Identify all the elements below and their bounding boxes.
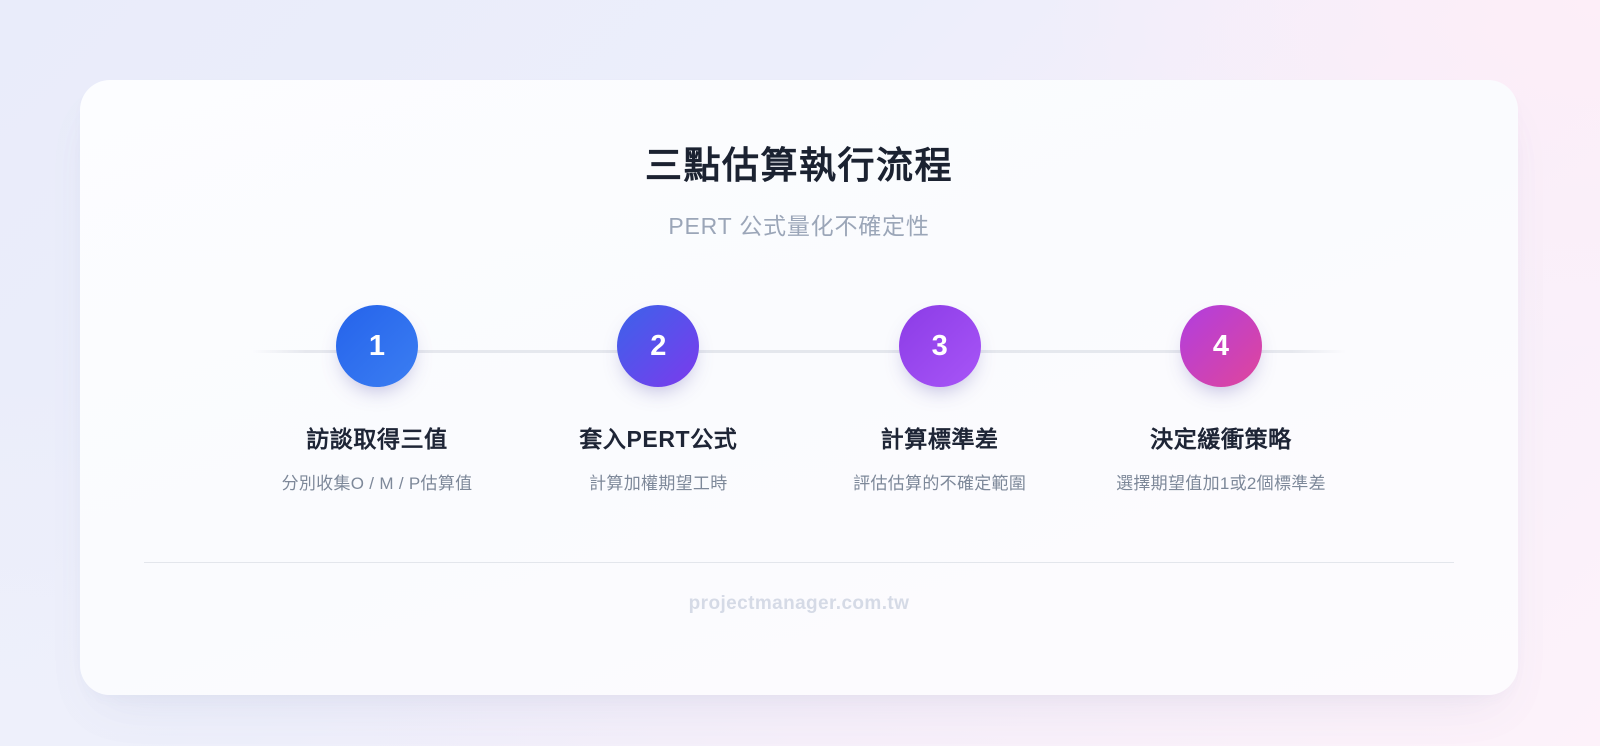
step-description-4: 選擇期望值加1或2個標準差 [1116,473,1326,493]
page-subtitle: PERT 公式量化不確定性 [668,213,930,240]
step-description-3: 評估估算的不確定範圍 [853,473,1027,493]
step-number-badge-1: 1 [336,305,418,387]
step-item-3[interactable]: 3 計算標準差 評估估算的不確定範圍 [815,305,1065,495]
page-title: 三點估算執行流程 [645,145,953,186]
step-description-1: 分別收集O / M / P估算值 [281,473,473,493]
footer-divider [144,562,1454,563]
header: 三點估算執行流程 PERT 公式量化不確定性 [80,143,1518,242]
step-title-2: 套入PERT公式 [579,426,738,452]
watermark: projectmanager.com.tw [688,593,910,614]
step-number-1: 1 [368,329,386,362]
step-item-1[interactable]: 1 訪談取得三值 分別收集O / M / P估算值 [252,305,502,495]
step-title-4: 決定緩衝策略 [1150,426,1292,452]
timeline-connector [252,350,1346,353]
infographic-card: 三點估算執行流程 PERT 公式量化不確定性 1 訪談取得三值 分別收集O / … [80,80,1518,695]
step-item-4[interactable]: 4 決定緩衝策略 選擇期望值加1或2個標準差 [1096,305,1346,495]
step-title-3: 計算標準差 [880,426,999,452]
step-description-2: 計算加權期望工時 [589,473,728,493]
step-number-badge-3: 3 [898,305,981,387]
process-flow: 1 訪談取得三值 分別收集O / M / P估算值 2 套入PERT公式 計算加… [80,305,1518,535]
step-number-2: 2 [650,329,667,362]
step-item-2[interactable]: 2 套入PERT公式 計算加權期望工時 [533,305,783,495]
step-number-badge-2: 2 [617,305,700,387]
step-number-3: 3 [931,329,948,362]
step-title-1: 訪談取得三值 [306,426,448,452]
step-number-4: 4 [1212,329,1230,362]
step-number-badge-4: 4 [1179,305,1262,387]
step-list: 1 訪談取得三值 分別收集O / M / P估算值 2 套入PERT公式 計算加… [80,305,1518,495]
